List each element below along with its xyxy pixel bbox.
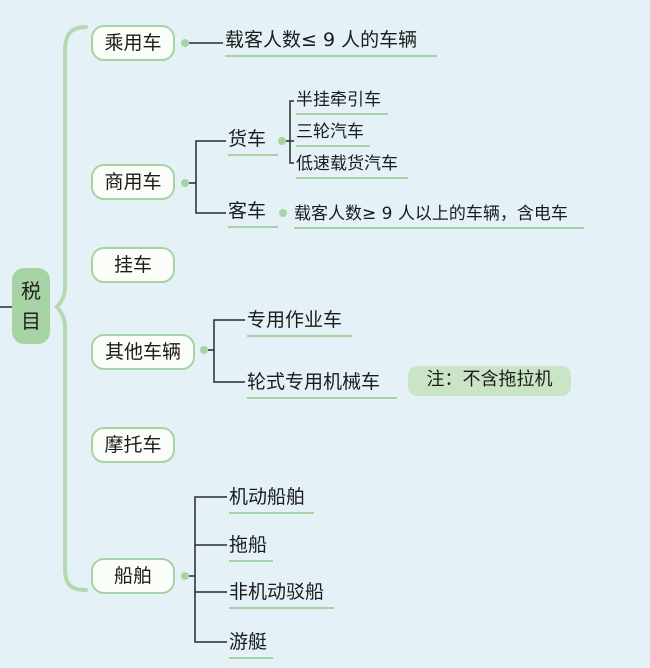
root-node: 税目 — [12, 268, 50, 344]
ship-item-yacht: 游艇 — [229, 630, 273, 659]
category-motorcycle: 摩托车 — [91, 427, 175, 463]
category-ship: 船舶 — [91, 558, 175, 594]
subcategory-bus: 客车 — [228, 199, 278, 228]
category-passenger-car: 乘用车 — [91, 25, 175, 61]
ship-item-motor-vessel: 机动船舶 — [229, 485, 314, 514]
category-other-vehicles: 其他车辆 — [91, 334, 195, 370]
other-vehicle-item-wheeled-special-machinery: 轮式专用机械车 — [247, 370, 397, 399]
other-vehicle-note: 注：不含拖拉机 — [408, 366, 571, 396]
truck-item-low-speed-cargo-vehicle: 低速载货汽车 — [296, 153, 408, 179]
ship-item-non-motor-barge: 非机动驳船 — [229, 580, 334, 609]
bus-condition: 载客人数≥ 9 人以上的车辆，含电车 — [294, 203, 584, 229]
passenger-car-condition: 载客人数≤ 9 人的车辆 — [225, 28, 437, 57]
other-vehicle-item-special-operation-vehicle: 专用作业车 — [247, 308, 352, 337]
truck-item-semi-trailer-tractor: 半挂牵引车 — [296, 89, 388, 115]
truck-item-tricycle-vehicle: 三轮汽车 — [296, 121, 370, 147]
category-commercial-car: 商用车 — [91, 164, 175, 200]
category-trailer: 挂车 — [91, 247, 175, 283]
ship-item-tugboat: 拖船 — [229, 533, 273, 562]
subcategory-truck: 货车 — [228, 127, 278, 156]
